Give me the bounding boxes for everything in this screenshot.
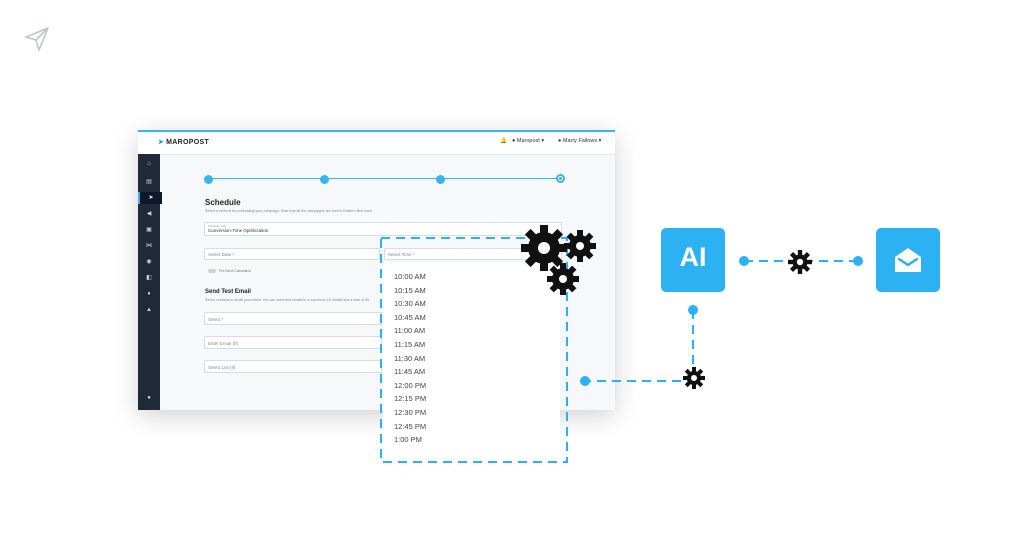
step-3[interactable] (436, 175, 445, 184)
small-gear-icon (683, 367, 705, 389)
test-email-subtitle: Select contacts to email your email. You… (205, 298, 369, 302)
paper-plane-icon (25, 27, 49, 51)
connector-node (739, 256, 749, 266)
small-gear-icon (788, 250, 812, 274)
time-option[interactable]: 10:00 AM (394, 272, 426, 281)
ai-tile: AI (661, 228, 725, 292)
lock-icon[interactable]: ▣ (146, 227, 152, 233)
gears-icon (521, 225, 596, 295)
time-option[interactable]: 12:00 PM (394, 380, 427, 390)
test-email-title: Send Test Email (205, 289, 251, 295)
time-field[interactable]: Select Time * (384, 248, 562, 260)
time-option[interactable]: 11:30 AM (394, 353, 426, 363)
time-option[interactable]: 1:00 PM (394, 435, 422, 445)
pre-send-label: Pre-Send Calculation (219, 269, 252, 273)
schedule-subtitle: Select a method for scheduling your camp… (205, 209, 374, 213)
connector-node (853, 256, 863, 266)
step-1[interactable] (204, 175, 213, 184)
time-option[interactable]: 12:45 PM (394, 421, 427, 431)
bell-icon[interactable]: 🔔 (500, 138, 507, 144)
chart-icon[interactable]: ▤ (146, 179, 152, 185)
sidebar: ⌂ ▤ ➤ ◀ ▣ ⋈ ◉ ◧ ♦ ▲ ● (138, 154, 162, 410)
date-field[interactable]: Select Date * (204, 248, 380, 260)
list-select[interactable]: Select List (If) (204, 360, 382, 373)
time-dropdown: 10:00 AM 10:15 AM 10:30 AM 10:45 AM 11:00 AM… (383, 263, 560, 451)
cart-icon[interactable]: ▲ (146, 307, 152, 313)
home-icon[interactable]: ⌂ (147, 161, 151, 167)
schedule-title: Schedule (205, 198, 241, 207)
email-input[interactable]: Enter Email (If) (204, 336, 382, 349)
layers-icon[interactable]: ◧ (146, 275, 152, 281)
step-4[interactable] (556, 174, 565, 183)
user-icon[interactable]: ◉ (146, 259, 152, 265)
connector-node (580, 376, 590, 386)
time-option[interactable]: 10:15 AM (394, 285, 426, 295)
time-option[interactable]: 12:15 PM (394, 394, 427, 404)
megaphone-icon[interactable]: ◀ (146, 211, 152, 217)
user-menu[interactable]: ● Marry Fallows ▾ (558, 138, 602, 144)
time-option[interactable]: 11:00 AM (394, 326, 426, 336)
maropost-logo: ➤MAROPOST (158, 139, 210, 146)
account-menu[interactable]: ● Maropost ▾ (512, 138, 545, 144)
stepper-line (208, 178, 560, 179)
campaign-icon[interactable]: ➤ (138, 192, 162, 204)
mail-tile (876, 228, 940, 292)
time-option[interactable]: 10:30 AM (394, 299, 426, 309)
time-option[interactable]: 11:45 AM (394, 367, 426, 377)
chat-icon[interactable]: ● (147, 395, 151, 401)
puzzle-icon[interactable]: ♦ (147, 291, 151, 297)
top-bar: ➤MAROPOST 🔔 ● Maropost ▾ ● Marry Fallows… (138, 132, 615, 155)
time-option[interactable]: 12:30 PM (394, 408, 427, 417)
ai-label: AI (679, 242, 707, 272)
open-envelope-icon (895, 248, 921, 272)
method-select[interactable]: Schedule with Conversion-Time Optimizati… (204, 222, 562, 236)
time-option[interactable]: 11:15 AM (394, 340, 426, 349)
time-option[interactable]: 10:45 AM (394, 312, 426, 322)
share-icon[interactable]: ⋈ (146, 243, 152, 249)
step-2[interactable] (320, 175, 329, 184)
pre-send-toggle[interactable] (208, 269, 216, 273)
connector-node (688, 305, 698, 315)
